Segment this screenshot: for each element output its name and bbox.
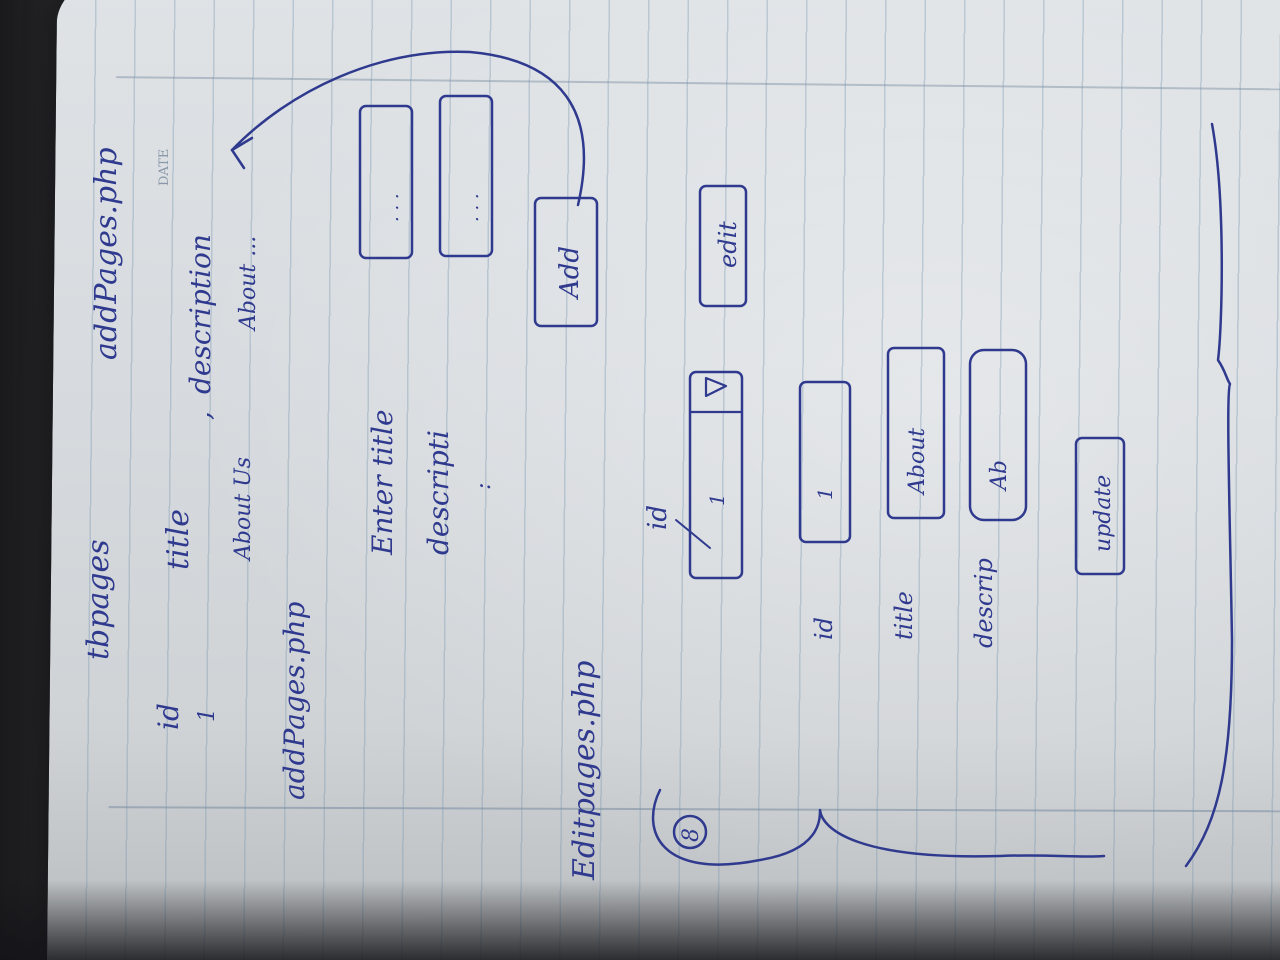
form-id-input[interactable]	[798, 380, 852, 544]
form-desc-value: Ab	[987, 460, 1012, 492]
add-button-box[interactable]	[533, 196, 599, 328]
add-script-top-label: addPages.php	[89, 147, 124, 360]
description-input-box[interactable]	[438, 94, 494, 258]
form-title-label: title	[890, 591, 918, 640]
circled-number-ring	[672, 814, 708, 850]
id-select-value: 1	[705, 493, 729, 506]
update-button-label[interactable]: update	[1091, 475, 1116, 552]
title-input-dots: . . .	[382, 193, 403, 222]
description-label: descripti	[422, 430, 455, 555]
col-comma: ,	[184, 411, 217, 420]
form-id-value: 1	[813, 487, 837, 500]
col-description-label: description	[184, 234, 217, 394]
table-name-label: tbpages	[81, 539, 116, 660]
form-desc-input[interactable]	[968, 348, 1028, 522]
arrow-curve	[230, 50, 586, 207]
dropdown-arrow-icon[interactable]	[704, 376, 728, 398]
arrow-head	[230, 136, 254, 170]
edit-bracket-right	[1184, 122, 1234, 868]
form-id-label: id	[810, 617, 838, 640]
edit-button-label[interactable]: edit	[714, 221, 742, 268]
id-pointer-line	[675, 519, 711, 549]
edit-bracket-left	[651, 788, 1106, 866]
form-title-value: About	[905, 428, 930, 496]
id-select-box[interactable]	[688, 370, 744, 580]
edit-button-box[interactable]	[698, 184, 748, 308]
edit-id-label: id	[643, 505, 673, 530]
update-button-box[interactable]	[1074, 436, 1126, 576]
colon-mark: :	[471, 483, 496, 490]
enter-title-label: Enter title	[366, 409, 399, 556]
date-stamp: DATE	[157, 149, 172, 186]
circled-number: 8	[679, 828, 704, 842]
col-title-label: title	[161, 509, 196, 570]
col-id-label: id	[152, 703, 185, 730]
add-button-label[interactable]: Add	[555, 246, 585, 300]
row-title-value: About Us	[231, 457, 256, 562]
edit-section-label: Editpages.php	[567, 661, 602, 881]
row-desc-value: About ...	[236, 236, 261, 332]
title-input-box[interactable]	[358, 104, 414, 260]
form-desc-label: descrip	[970, 558, 998, 648]
add-section-label: addPages.php	[278, 601, 311, 800]
description-input-dots: . . .	[462, 193, 483, 222]
page-bottom-shadow	[0, 880, 1280, 960]
row-id-value: 1	[195, 708, 220, 722]
form-title-input[interactable]	[886, 346, 946, 520]
